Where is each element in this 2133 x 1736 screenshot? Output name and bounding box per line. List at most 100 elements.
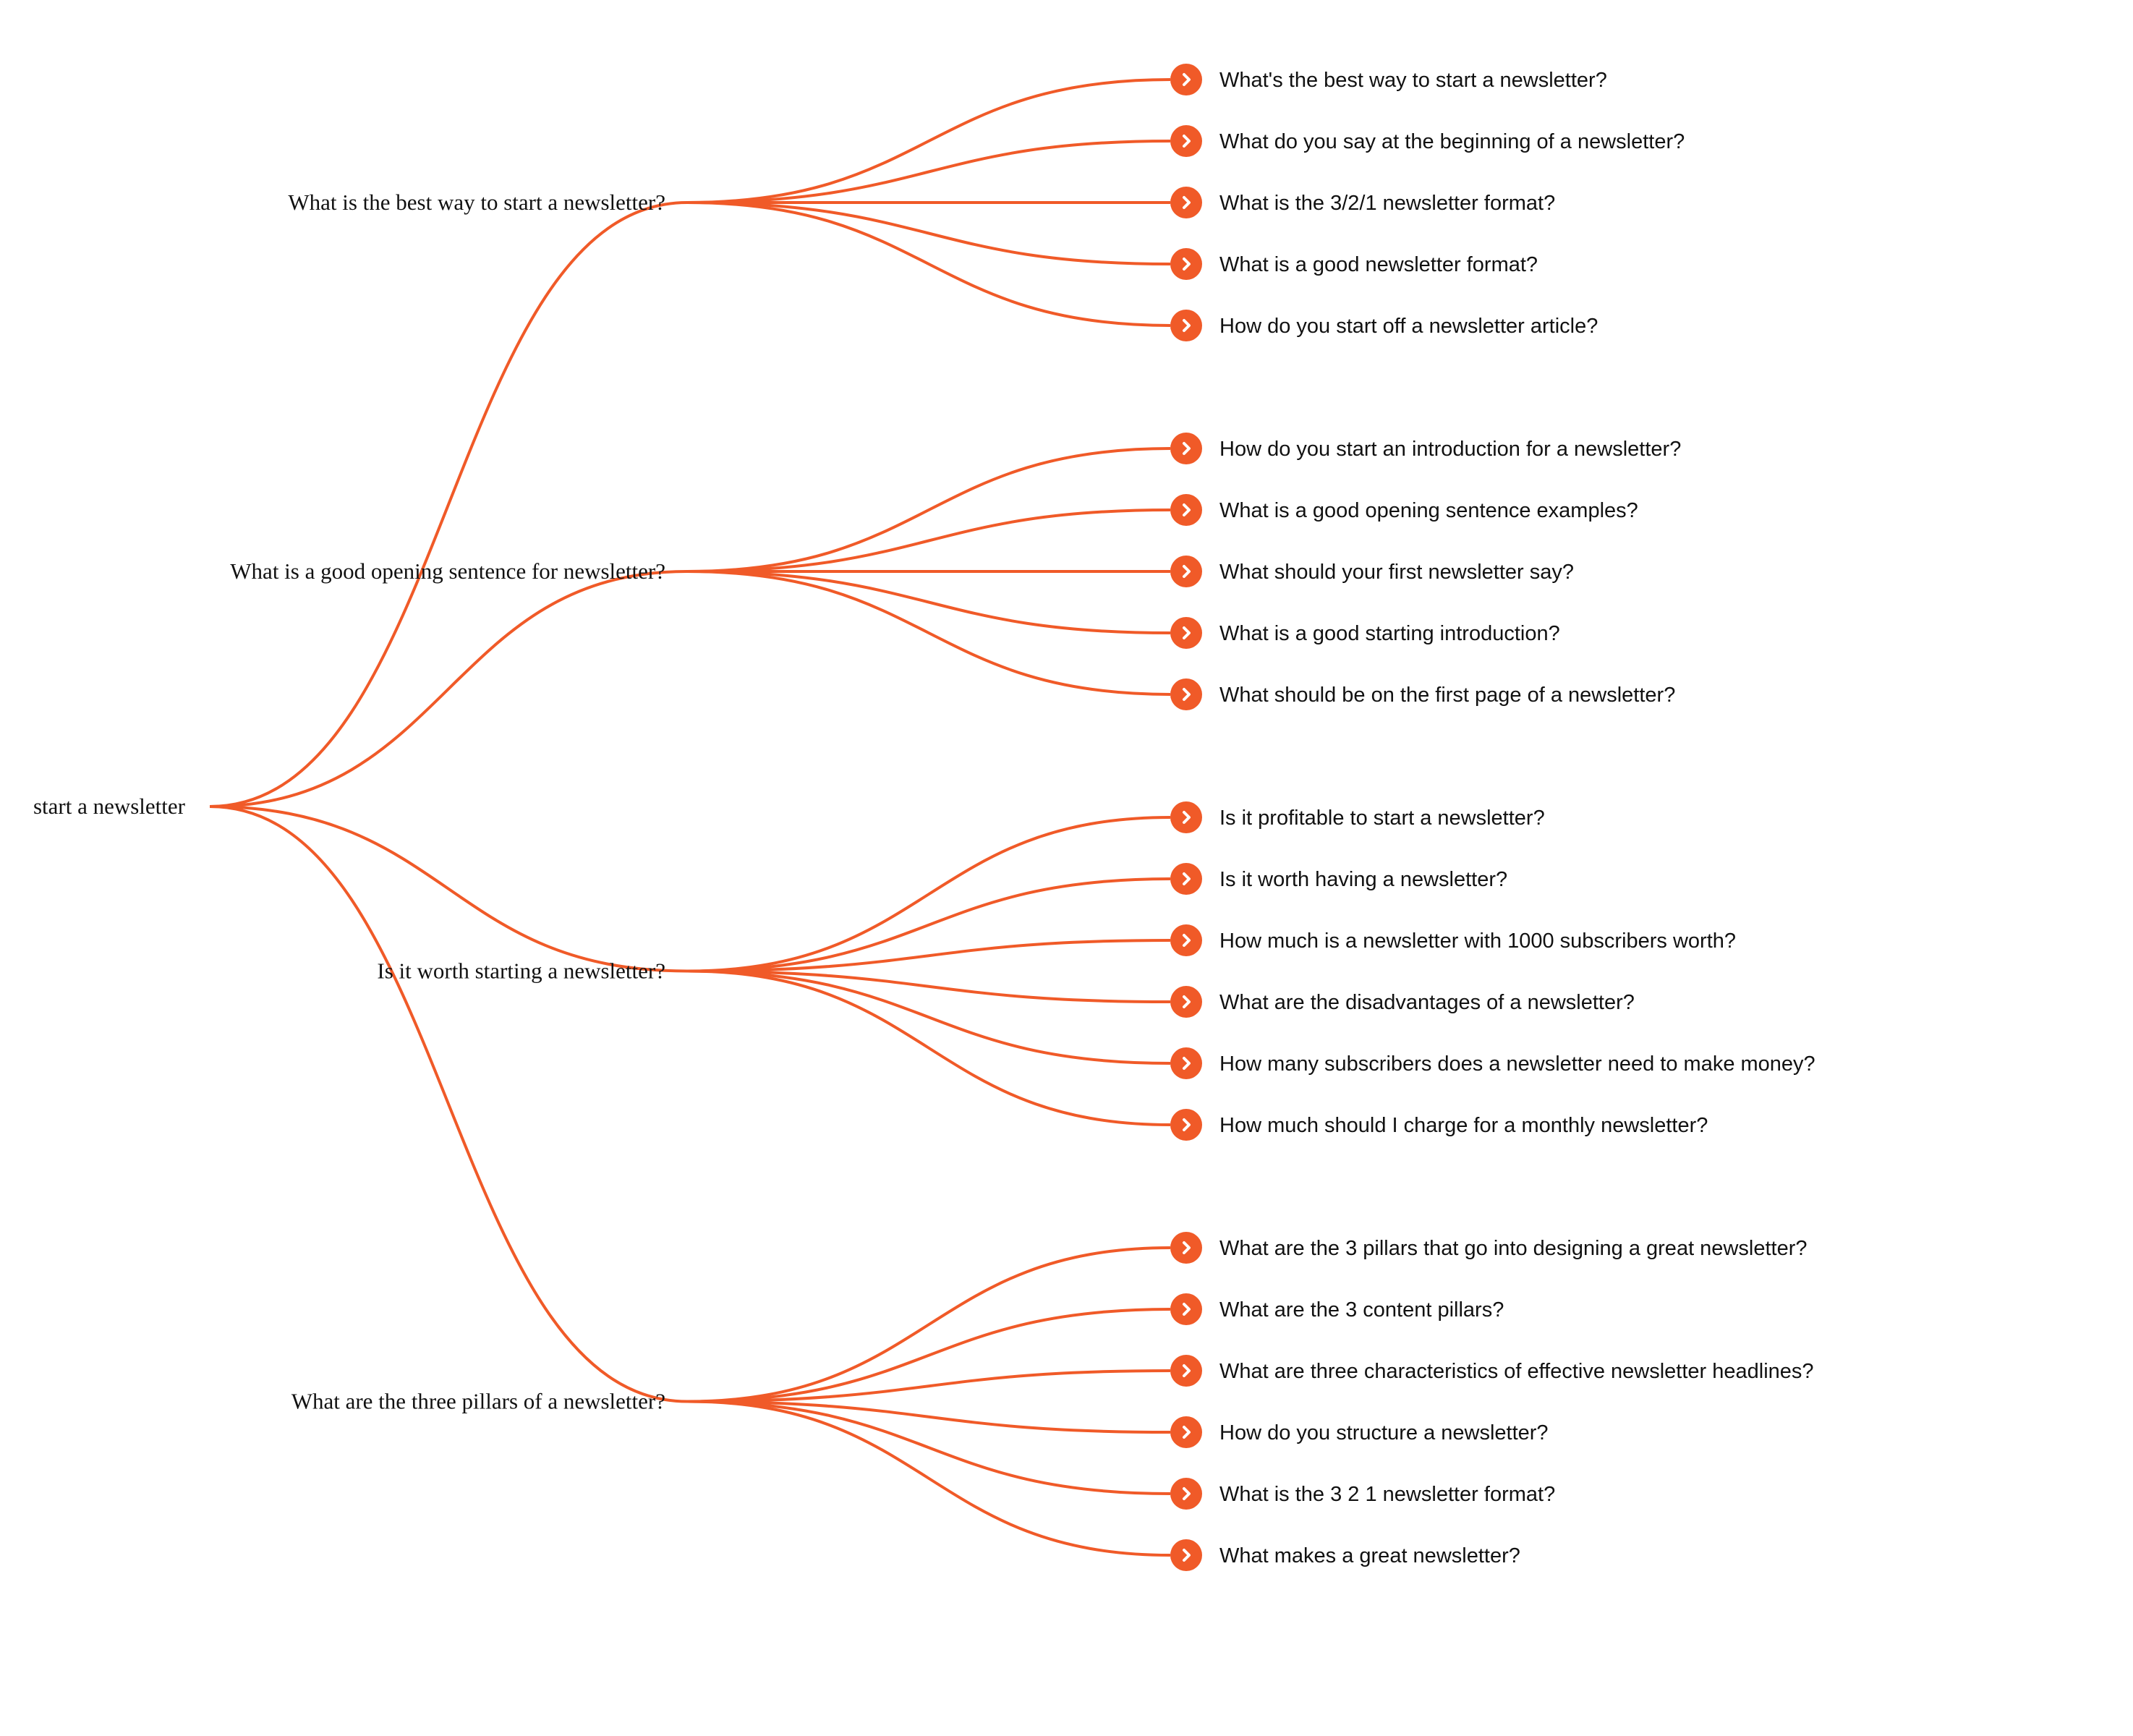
leaf-question-label[interactable]: How much should I charge for a monthly n… xyxy=(1219,1114,1708,1137)
leaf-question-label[interactable]: How do you start off a newsletter articl… xyxy=(1219,315,1598,338)
leaf-question-label[interactable]: What should be on the first page of a ne… xyxy=(1219,684,1675,707)
branch-to-leaf-link xyxy=(686,447,1171,573)
chevron-glyph xyxy=(1183,626,1191,639)
branch-to-leaf-link xyxy=(686,570,1171,634)
chevron-right-icon[interactable] xyxy=(1170,1047,1202,1079)
leaf-question-label[interactable]: What should your first newsletter say? xyxy=(1219,561,1574,584)
leaf-question-item[interactable]: How many subscribers does a newsletter n… xyxy=(1170,1047,1815,1079)
leaf-question-item[interactable]: What is a good newsletter format? xyxy=(1170,248,1538,280)
chevron-right-icon[interactable] xyxy=(1170,1355,1202,1387)
leaf-question-item[interactable]: What are the 3 content pillars? xyxy=(1170,1293,1504,1325)
leaf-question-item[interactable]: What is the 3 2 1 newsletter format? xyxy=(1170,1478,1555,1510)
chevron-glyph xyxy=(1183,1118,1191,1131)
leaf-question-item[interactable]: What is a good starting introduction? xyxy=(1170,617,1560,649)
root-to-branch-link xyxy=(209,570,688,808)
leaf-question-label[interactable]: What do you say at the beginning of a ne… xyxy=(1219,130,1685,153)
chevron-right-icon[interactable] xyxy=(1170,64,1202,95)
branch-to-leaf-link xyxy=(686,140,1171,204)
leaf-question-item[interactable]: What should your first newsletter say? xyxy=(1170,556,1574,587)
branch-to-leaf-link xyxy=(686,201,1171,327)
branch-to-leaf-link xyxy=(686,969,1171,1126)
leaf-question-item[interactable]: Is it worth having a newsletter? xyxy=(1170,863,1507,895)
chevron-icon-circle xyxy=(1170,310,1202,341)
leaf-question-item[interactable]: How much is a newsletter with 1000 subsc… xyxy=(1170,924,1736,956)
chevron-right-icon[interactable] xyxy=(1170,801,1202,833)
root-to-branch-link xyxy=(209,805,688,973)
leaf-question-item[interactable]: How do you start off a newsletter articl… xyxy=(1170,310,1598,341)
chevron-icon-circle xyxy=(1170,1047,1202,1079)
chevron-glyph xyxy=(1183,1364,1191,1377)
chevron-icon-circle xyxy=(1170,1539,1202,1571)
chevron-glyph xyxy=(1183,565,1191,578)
chevron-right-icon[interactable] xyxy=(1170,187,1202,218)
leaf-question-label[interactable]: How much is a newsletter with 1000 subsc… xyxy=(1219,929,1736,953)
branch-to-leaf-link xyxy=(686,969,1171,1065)
chevron-right-icon[interactable] xyxy=(1170,1293,1202,1325)
chevron-icon-circle xyxy=(1170,1478,1202,1510)
chevron-glyph xyxy=(1183,995,1191,1008)
chevron-right-icon[interactable] xyxy=(1170,863,1202,895)
chevron-right-icon[interactable] xyxy=(1170,1539,1202,1571)
chevron-right-icon[interactable] xyxy=(1170,1478,1202,1510)
leaf-question-item[interactable]: What is the 3/2/1 newsletter format? xyxy=(1170,187,1555,218)
chevron-right-icon[interactable] xyxy=(1170,310,1202,341)
leaf-question-label[interactable]: What is a good starting introduction? xyxy=(1219,622,1560,645)
leaf-question-label[interactable]: How do you structure a newsletter? xyxy=(1219,1421,1549,1444)
branch-to-leaf-link xyxy=(686,201,1171,265)
chevron-right-icon[interactable] xyxy=(1170,248,1202,280)
chevron-icon-circle xyxy=(1170,801,1202,833)
chevron-right-icon[interactable] xyxy=(1170,924,1202,956)
leaf-question-label[interactable]: Is it worth having a newsletter? xyxy=(1219,868,1507,891)
leaf-question-item[interactable]: What are three characteristics of effect… xyxy=(1170,1355,1814,1387)
chevron-right-icon[interactable] xyxy=(1170,617,1202,649)
branch-to-leaf-link xyxy=(686,816,1171,973)
leaf-question-item[interactable]: What's the best way to start a newslette… xyxy=(1170,64,1607,95)
leaf-question-item[interactable]: What is a good opening sentence examples… xyxy=(1170,494,1638,526)
leaf-question-item[interactable]: How do you structure a newsletter? xyxy=(1170,1416,1549,1448)
leaf-question-label[interactable]: What is the 3 2 1 newsletter format? xyxy=(1219,1483,1555,1506)
chevron-right-icon[interactable] xyxy=(1170,125,1202,157)
chevron-right-icon[interactable] xyxy=(1170,494,1202,526)
leaf-question-label[interactable]: What is a good newsletter format? xyxy=(1219,253,1538,276)
leaf-question-item[interactable]: How do you start an introduction for a n… xyxy=(1170,433,1681,464)
leaf-question-item[interactable]: How much should I charge for a monthly n… xyxy=(1170,1109,1708,1141)
leaf-question-item[interactable]: What are the disadvantages of a newslett… xyxy=(1170,986,1635,1018)
chevron-glyph xyxy=(1183,135,1191,148)
leaf-question-item[interactable]: What should be on the first page of a ne… xyxy=(1170,678,1675,710)
chevron-glyph xyxy=(1183,503,1191,516)
leaf-question-item[interactable]: What are the 3 pillars that go into desi… xyxy=(1170,1232,1807,1264)
chevron-right-icon[interactable] xyxy=(1170,678,1202,710)
chevron-right-icon[interactable] xyxy=(1170,1109,1202,1141)
leaf-question-label[interactable]: How many subscribers does a newsletter n… xyxy=(1219,1052,1815,1076)
leaf-question-label[interactable]: What's the best way to start a newslette… xyxy=(1219,69,1607,92)
leaf-question-label[interactable]: What is a good opening sentence examples… xyxy=(1219,499,1638,522)
leaf-question-label[interactable]: How do you start an introduction for a n… xyxy=(1219,438,1681,461)
chevron-glyph xyxy=(1183,1057,1191,1070)
chevron-right-icon[interactable] xyxy=(1170,986,1202,1018)
chevron-icon-circle xyxy=(1170,433,1202,464)
branch-to-leaf-link xyxy=(686,1400,1171,1495)
branch-to-leaf-link xyxy=(686,1400,1171,1434)
leaf-question-item[interactable]: What do you say at the beginning of a ne… xyxy=(1170,125,1685,157)
chevron-right-icon[interactable] xyxy=(1170,556,1202,587)
chevron-right-icon[interactable] xyxy=(1170,433,1202,464)
leaf-question-label[interactable]: What are the disadvantages of a newslett… xyxy=(1219,991,1635,1014)
chevron-right-icon[interactable] xyxy=(1170,1416,1202,1448)
chevron-glyph xyxy=(1183,1549,1191,1562)
branch-to-leaf-link xyxy=(686,1369,1171,1403)
leaf-question-label[interactable]: What is the 3/2/1 newsletter format? xyxy=(1219,192,1555,215)
leaf-question-label[interactable]: What are the 3 pillars that go into desi… xyxy=(1219,1237,1807,1260)
leaf-question-label[interactable]: What makes a great newsletter? xyxy=(1219,1544,1520,1567)
leaf-question-label[interactable]: What are three characteristics of effect… xyxy=(1219,1360,1814,1383)
leaf-question-label[interactable]: What are the 3 content pillars? xyxy=(1219,1298,1504,1322)
chevron-right-icon[interactable] xyxy=(1170,1232,1202,1264)
chevron-glyph xyxy=(1183,1426,1191,1439)
branch-to-leaf-link xyxy=(686,877,1171,973)
chevron-glyph xyxy=(1183,73,1191,86)
leaf-question-label[interactable]: Is it profitable to start a newsletter? xyxy=(1219,807,1545,830)
leaf-question-item[interactable]: Is it profitable to start a newsletter? xyxy=(1170,801,1545,833)
branch-node-label: What is the best way to start a newslett… xyxy=(288,190,665,215)
leaf-question-item[interactable]: What makes a great newsletter? xyxy=(1170,1539,1520,1571)
chevron-glyph xyxy=(1183,688,1191,701)
